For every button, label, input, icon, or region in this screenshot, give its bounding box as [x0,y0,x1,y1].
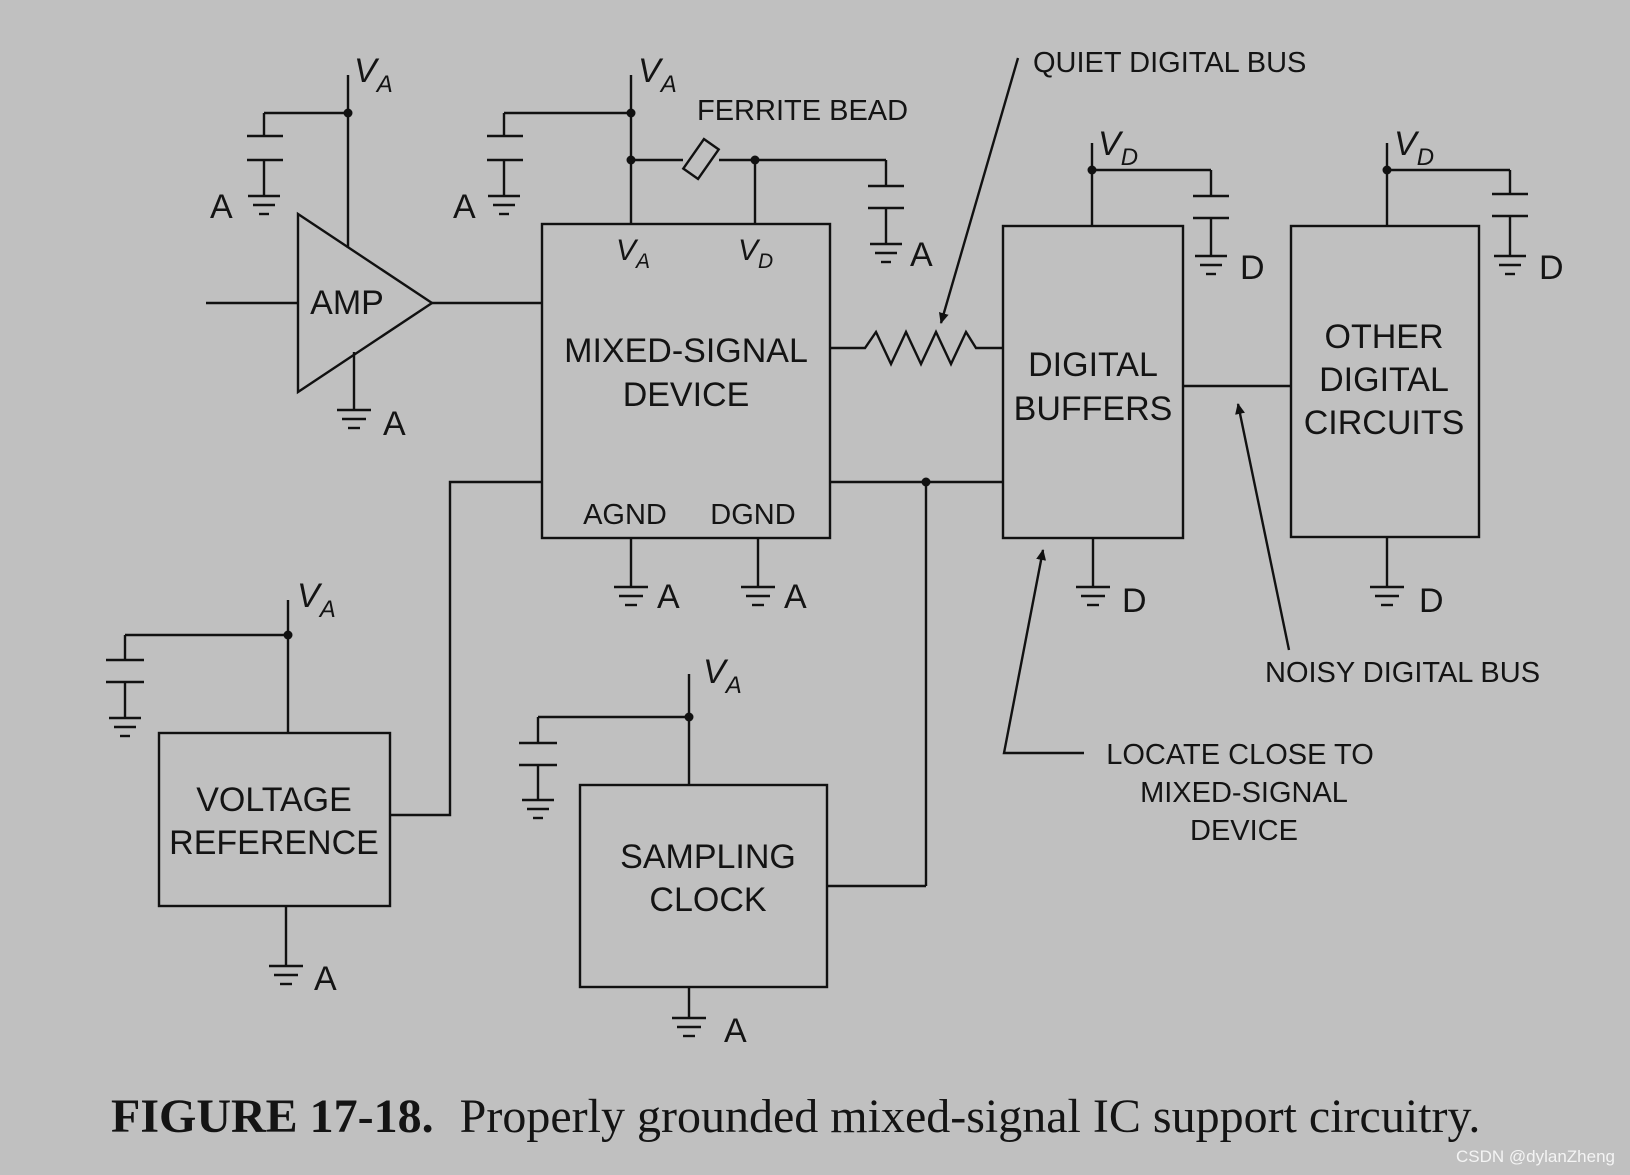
digital-buffers-label-2: BUFFERS [1014,390,1173,428]
ground-label: A [910,236,933,274]
voltage-reference-label-1: VOLTAGE [196,781,352,819]
ferrite-bead [681,137,721,181]
sampling-clock-label-1: SAMPLING [620,838,796,876]
ground-label: A [453,188,476,226]
amp-block: AMP [296,211,435,395]
figure-caption: FIGURE 17-18. Properly grounded mixed-sig… [111,1090,1480,1143]
other-digital-label-2: DIGITAL [1319,361,1449,399]
digital-buffers-label-1: DIGITAL [1028,346,1158,384]
reference-wire [390,480,542,817]
locate-close-label-2: MIXED-SIGNAL [1140,777,1348,809]
digital-buffers-ground: D [1076,538,1147,620]
ground-label: A [724,1012,747,1050]
other-digital-label-3: CIRCUITS [1304,404,1465,442]
other-digital-supply-label: VD [1394,125,1434,171]
dgnd-pin-label: DGND [710,499,795,531]
mixed-signal-supply: VA A FERRITE BEAD A [453,52,933,274]
figure-caption-text: Properly grounded mixed-signal IC suppor… [460,1090,1481,1143]
sampling-clock-supply: VA [519,653,742,820]
sampling-clock-supply-label: VA [703,653,742,699]
other-digital-ground: D [1370,537,1444,620]
amp-supply: VA A [210,52,393,248]
ground-label: D [1539,249,1564,287]
voltage-reference-ground: A [269,906,337,998]
va-pin-label: VA [616,234,650,273]
digital-buffers-block: DIGITAL BUFFERS [1001,224,1185,540]
sampling-clock-label-2: CLOCK [649,881,766,919]
ground-label: D [1419,582,1444,620]
sampling-clock-ground: A [672,987,747,1050]
sampling-clock-block: SAMPLING CLOCK [578,783,829,989]
quiet-bus-arrow [938,57,1020,324]
noisy-bus-arrow [1235,403,1291,651]
locate-close-arrow [1002,549,1084,755]
mixed-signal-label-1: MIXED-SIGNAL [564,332,808,370]
agnd-pin-label: AGND [583,499,667,531]
ground-label: D [1240,249,1265,287]
locate-close-label-3: DEVICE [1190,815,1298,847]
ground-label: A [314,960,337,998]
digital-buffers-supply-label: VD [1098,125,1138,171]
other-digital-label-1: OTHER [1325,318,1444,356]
ground-label: A [210,188,233,226]
digital-buffers-supply: VD D [1087,125,1265,287]
other-digital-supply: VD D [1382,125,1564,287]
ferrite-bead-label: FERRITE BEAD [697,95,908,127]
figure-number: FIGURE 17-18. [111,1090,434,1143]
mixed-signal-supply-label: VA [638,52,677,98]
ground-label: A [784,578,807,616]
amp-label: AMP [310,284,384,322]
ground-label: A [657,578,680,616]
quiet-bus-label: QUIET DIGITAL BUS [1033,47,1306,79]
voltage-reference-block: VOLTAGE REFERENCE [157,731,392,908]
series-resistor [830,329,1003,367]
locate-close-label-1: LOCATE CLOSE TO [1106,739,1374,771]
mixed-signal-device: MIXED-SIGNAL DEVICE VA VD AGND DGND [540,222,832,540]
ground-label: A [383,405,406,443]
watermark: CSDN @dylanZheng [1456,1147,1615,1166]
vd-pin-label: VD [738,234,773,273]
amp-supply-label: VA [354,52,393,98]
ground-label: D [1122,582,1147,620]
voltage-reference-supply: VA [106,577,336,738]
noisy-bus-label: NOISY DIGITAL BUS [1265,657,1540,689]
amp-ground: A [337,352,406,443]
other-digital-block: OTHER DIGITAL CIRCUITS [1289,224,1481,539]
voltage-reference-label-2: REFERENCE [169,824,379,862]
dgnd-ground: A [741,538,807,616]
mixed-signal-label-2: DEVICE [623,376,750,414]
agnd-ground: A [614,538,680,616]
voltage-reference-supply-label: VA [297,577,336,623]
